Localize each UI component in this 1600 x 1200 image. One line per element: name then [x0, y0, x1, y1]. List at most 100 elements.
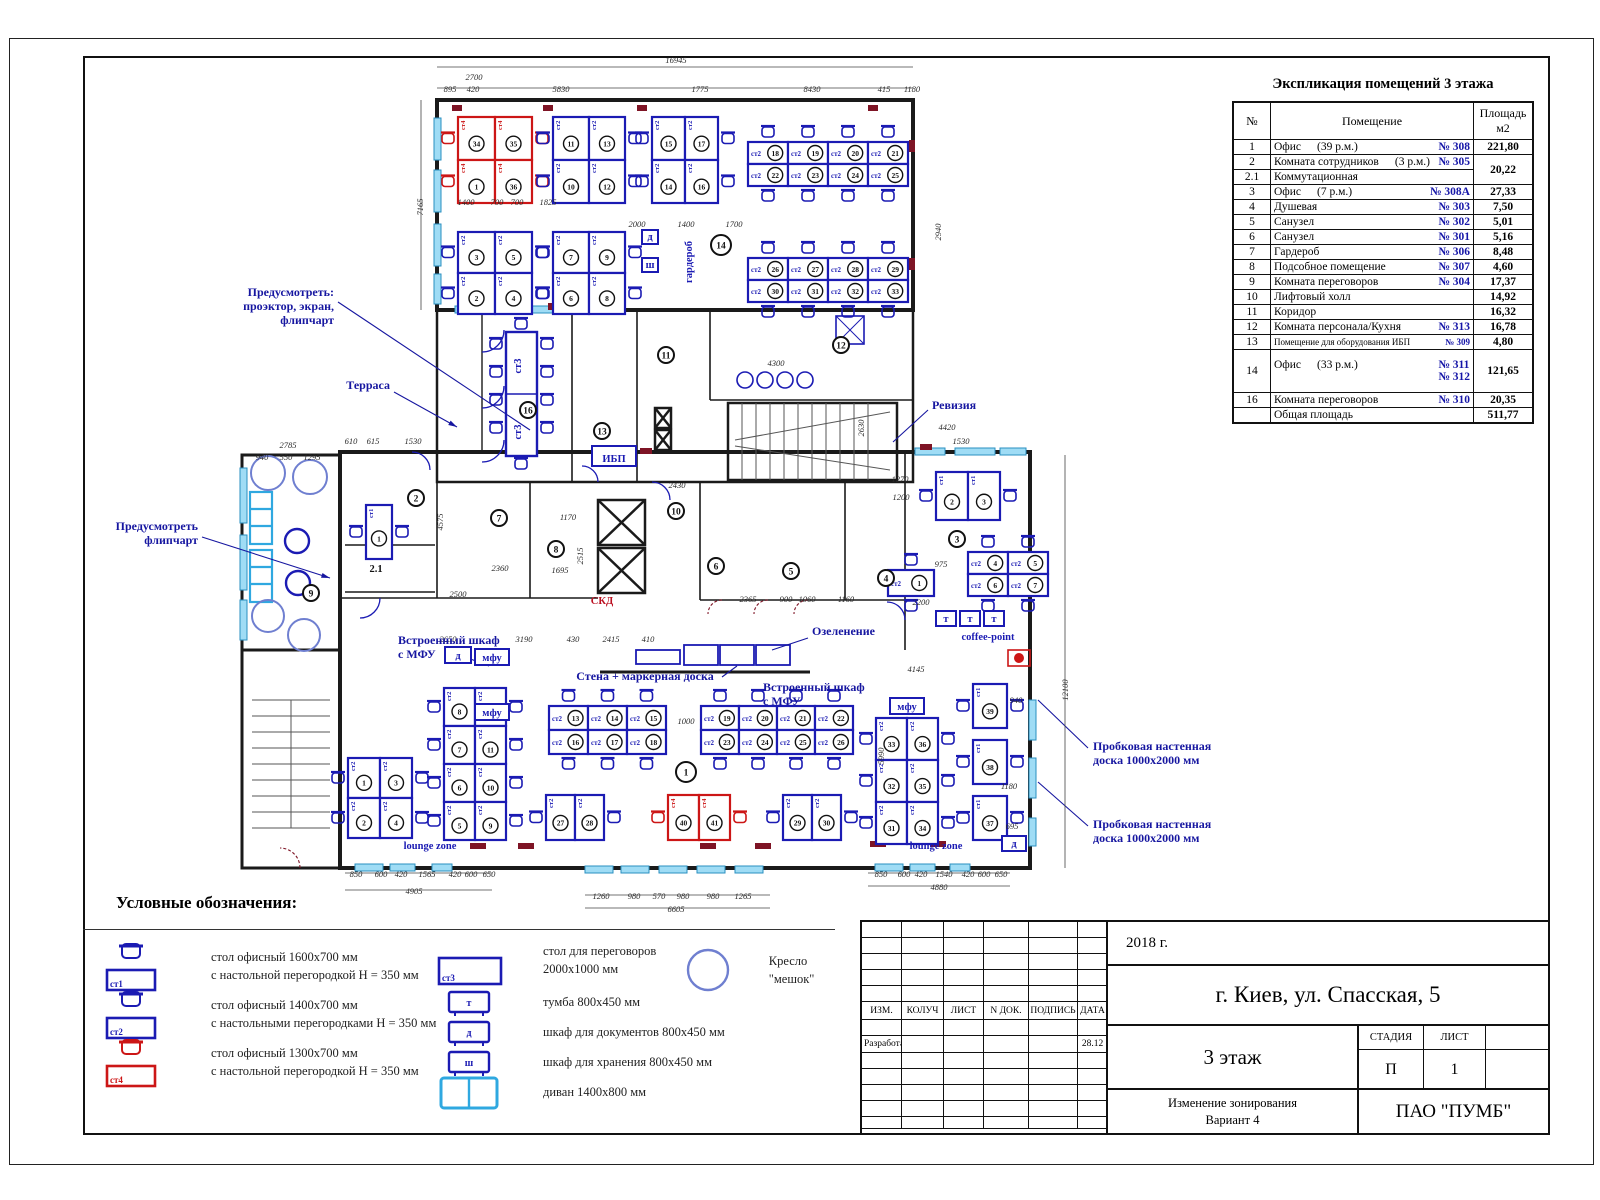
tb-empty-cell: [1029, 1053, 1078, 1069]
desk-tag: ст2: [751, 266, 762, 274]
date-cell: 28.12: [1078, 1036, 1108, 1053]
desk-tag: ст2: [878, 764, 885, 773]
room-area: 14,92: [1473, 289, 1534, 305]
desk-number-circle: [981, 815, 999, 832]
desk-number: 24: [761, 738, 769, 747]
dimension-label: 2200: [913, 597, 931, 607]
legend-item-label: тумба 800х450 мм: [543, 994, 641, 1009]
chair-icon: [801, 188, 815, 202]
planters: [635, 644, 791, 666]
tb-empty-cell: [862, 986, 902, 1002]
chair-icon: [1010, 810, 1024, 824]
dimension-label: 850: [350, 869, 364, 879]
desk-number: 7: [1033, 581, 1037, 590]
tb-empty-cell: [984, 1036, 1029, 1053]
dimension-label: 2000: [629, 219, 647, 229]
room-area: 5,01: [1473, 214, 1534, 230]
plan-label: т: [959, 610, 981, 627]
stage-value: П: [1359, 1050, 1424, 1090]
dimension-label: 1825: [540, 197, 557, 207]
chair-icon: [536, 286, 550, 300]
legend-item-label: стол офисный 1300х700 мм с настольной пе…: [211, 1045, 419, 1078]
desk-number: 19: [723, 714, 731, 723]
chair-icon: [1003, 488, 1017, 502]
desk-tag: ст2: [654, 121, 661, 130]
dimension-label: 415: [878, 84, 891, 94]
desk-number-circle: [832, 733, 850, 751]
chair-icon: [600, 756, 615, 770]
tb-empty-cell: [984, 1069, 1029, 1085]
dimension-label: 2700: [466, 72, 484, 82]
desk-tag: ст2: [909, 806, 916, 815]
desk-tag: ст2: [552, 739, 563, 747]
desk-tag: ст1: [975, 744, 982, 753]
room-number: 8: [547, 540, 565, 558]
desk-number: 21: [799, 714, 807, 723]
desk-number-circle: [807, 166, 824, 184]
room-area: 511,77: [1473, 407, 1534, 424]
desk-tag: ст2: [818, 739, 829, 747]
room-name-cell: Коридор: [1270, 304, 1474, 320]
desk-number: 31: [811, 287, 819, 296]
tb-empty-cell: [1078, 938, 1108, 954]
desk-number: 27: [557, 819, 565, 828]
annotation-text: Стена + маркерная доска: [576, 669, 713, 683]
desk-number-circle: [606, 709, 623, 727]
svg-text:7: 7: [497, 514, 502, 524]
legend-item-label: диван 1400х800 мм: [543, 1084, 647, 1099]
chair-icon: [841, 188, 855, 202]
extra-label: [1486, 1026, 1550, 1050]
desk-number: 19: [811, 149, 819, 158]
svg-text:5: 5: [789, 567, 794, 577]
svg-text:4: 4: [884, 574, 889, 584]
tb-col-header: ПОДПИСЬ: [1029, 1002, 1078, 1020]
dimension-label: 570: [653, 891, 667, 901]
dimension-label: 900: [780, 594, 794, 604]
desk-tag: ст2: [446, 692, 453, 701]
desk-number: 18: [771, 149, 779, 158]
sheet-label: ЛИСТ: [1424, 1026, 1486, 1050]
desk-number: 3: [982, 498, 986, 507]
desk-tag: ст2: [742, 715, 753, 723]
desk-number-circle: [562, 290, 580, 307]
desk-number: 15: [650, 714, 658, 723]
svg-text:ст2: ст2: [110, 1027, 123, 1037]
room-index: 4: [1232, 199, 1271, 215]
desk-number: 13: [603, 139, 611, 148]
desk-number: 24: [851, 171, 859, 180]
chair-icon: [841, 124, 855, 138]
room-index: 6: [1232, 229, 1271, 245]
desk-tag: ст4: [670, 798, 677, 808]
desk-tag: ст2: [687, 164, 694, 173]
desk-number: 39: [986, 707, 994, 716]
chair-icon: [941, 773, 955, 787]
chair-icon: [859, 773, 873, 787]
conference-table: [504, 330, 539, 458]
plan-label: coffee-point: [961, 632, 1015, 643]
chair-icon: [881, 188, 895, 202]
expl-header: №: [1232, 101, 1271, 140]
desk-tag: ст2: [446, 806, 453, 815]
dimension-label: 980: [628, 891, 642, 901]
annotation-text: с МФУ: [763, 694, 801, 708]
annotation-text: доска 1000х2000 мм: [1093, 753, 1199, 767]
room-area: 221,80: [1473, 139, 1534, 155]
desk-tag: ст2: [687, 121, 694, 130]
desk-number: 35: [510, 139, 518, 148]
chair-icon: [540, 336, 554, 350]
dimension-label: 600: [375, 869, 389, 879]
dimension-label: 1295: [304, 452, 321, 462]
tb-empty-cell: [902, 1117, 944, 1129]
chair-icon: [981, 534, 995, 548]
desk-number-circle: [887, 166, 904, 184]
desk-number-circle: [887, 260, 904, 278]
room-index: 14: [1232, 349, 1271, 393]
